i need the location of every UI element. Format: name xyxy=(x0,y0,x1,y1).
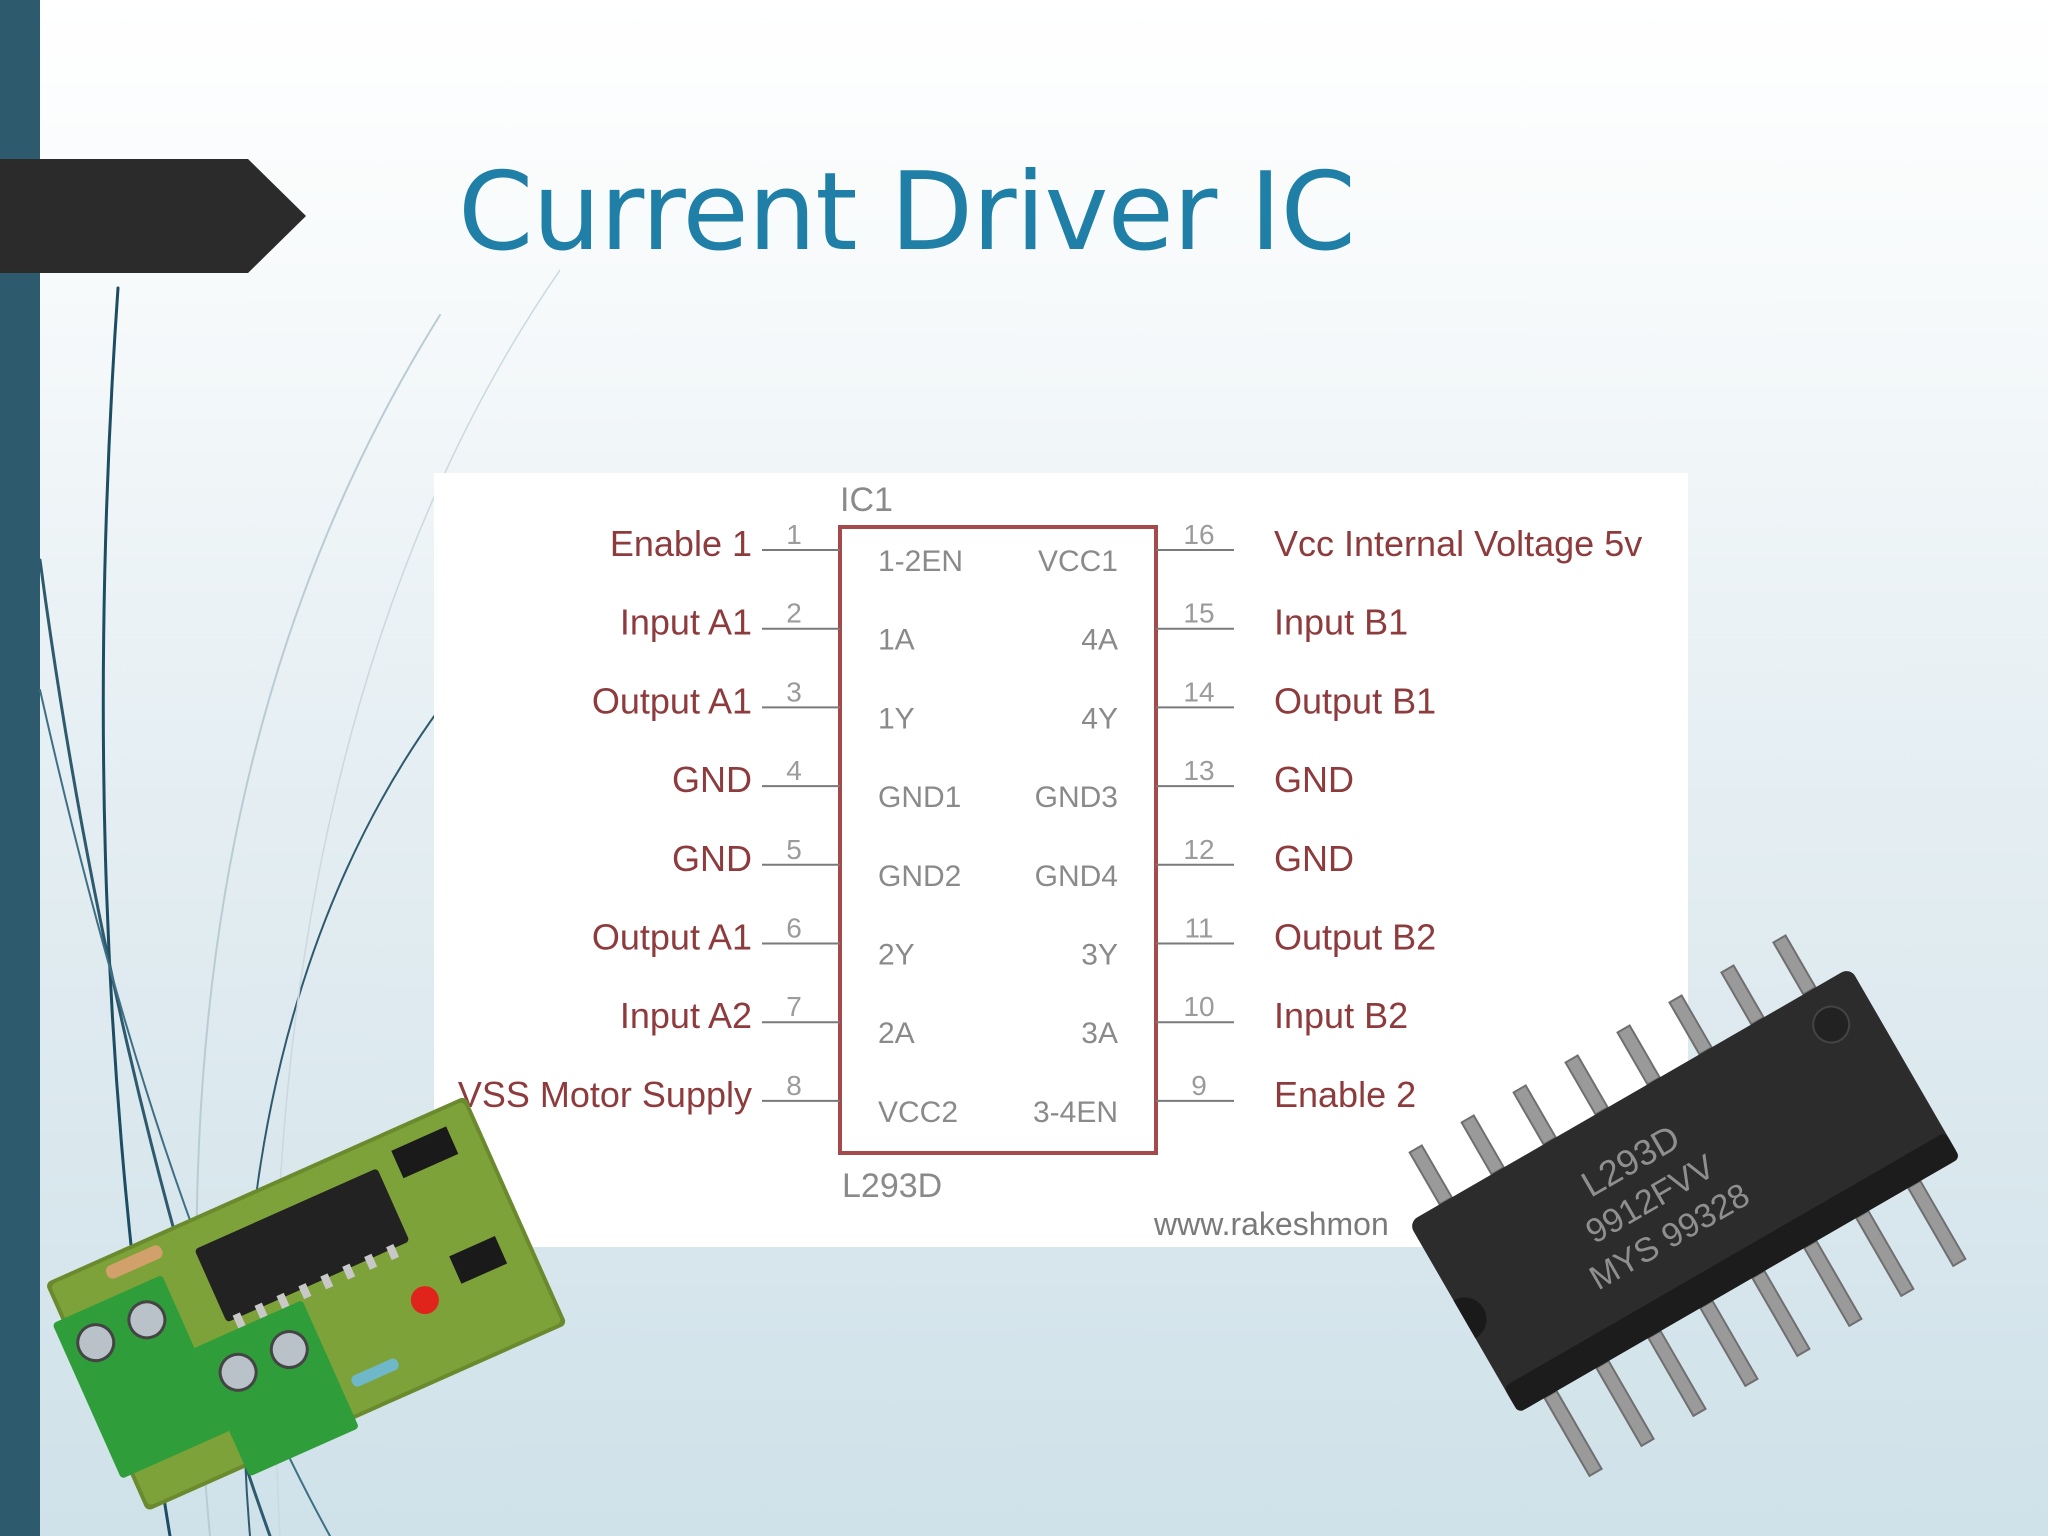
ic-designator: IC1 xyxy=(840,481,893,519)
pin-number-right: 14 xyxy=(1183,676,1214,707)
pin-function-right: VCC1 xyxy=(1038,545,1118,578)
pin-function-right: GND4 xyxy=(1035,860,1118,893)
l293d-dip16-chip-icon: L293D 9912FVV MYS 99328 xyxy=(1408,934,1967,1478)
pin-signal-label-left: GND xyxy=(672,838,752,879)
pin-signal-label-right: Output B1 xyxy=(1274,680,1436,721)
pin-number-left: 3 xyxy=(786,676,802,707)
pin-function-left: GND2 xyxy=(878,860,961,893)
pin-function-left: GND1 xyxy=(878,781,961,814)
pin-signal-label-left: Output A1 xyxy=(592,917,752,958)
pin-number-right: 9 xyxy=(1191,1070,1207,1101)
slide-title: Current Driver IC xyxy=(458,150,1356,275)
pin-signal-label-left: VSS Motor Supply xyxy=(458,1074,752,1115)
pin-function-left: VCC2 xyxy=(878,1096,958,1129)
pin-number-left: 2 xyxy=(786,598,802,629)
pin-signal-label-right: GND xyxy=(1274,838,1354,879)
pin-signal-label-right: Vcc Internal Voltage 5v xyxy=(1274,523,1642,564)
pin-signal-label-right: GND xyxy=(1274,759,1354,800)
pin-number-right: 13 xyxy=(1183,755,1214,786)
ic-part-number: L293D xyxy=(842,1167,942,1205)
pin-signal-label-left: Output A1 xyxy=(592,680,752,721)
pin-number-left: 7 xyxy=(786,991,802,1022)
pin-signal-label-right: Input B1 xyxy=(1274,602,1408,643)
pin-number-right: 16 xyxy=(1183,519,1214,550)
pin-function-left: 1Y xyxy=(878,702,915,735)
pin-function-right: 3-4EN xyxy=(1033,1096,1118,1129)
pin-signal-label-right: Enable 2 xyxy=(1274,1074,1416,1115)
pin-function-right: GND3 xyxy=(1035,781,1118,814)
pin-function-left: 1A xyxy=(878,624,915,657)
title-arrow-shape xyxy=(0,159,306,273)
pin-number-right: 15 xyxy=(1183,598,1214,629)
pin-number-left: 1 xyxy=(786,519,802,550)
pin-number-right: 11 xyxy=(1184,913,1213,944)
pin-function-left: 1-2EN xyxy=(878,545,963,578)
pin-function-right: 4Y xyxy=(1081,702,1118,735)
pin-function-left: 2A xyxy=(878,1017,915,1050)
pin-number-left: 8 xyxy=(786,1070,802,1101)
pin-number-right: 12 xyxy=(1183,834,1214,865)
pin-signal-label-left: Input A2 xyxy=(620,995,752,1036)
pin-function-right: 3Y xyxy=(1081,939,1118,972)
pin-signal-label-right: Output B2 xyxy=(1274,917,1436,958)
pin-number-left: 4 xyxy=(786,755,802,786)
source-watermark: www.rakeshmon xyxy=(1153,1206,1389,1242)
pin-number-right: 10 xyxy=(1183,991,1214,1022)
pin-signal-label-left: GND xyxy=(672,759,752,800)
pin-function-right: 4A xyxy=(1081,624,1118,657)
pin-number-left: 6 xyxy=(786,913,802,944)
pin-signal-label-left: Enable 1 xyxy=(610,523,752,564)
pin-number-left: 5 xyxy=(786,834,802,865)
ic-body-outline xyxy=(838,525,1158,1155)
pin-signal-label-left: Input A1 xyxy=(620,602,752,643)
pin-signal-label-right: Input B2 xyxy=(1274,995,1408,1036)
pin-function-left: 2Y xyxy=(878,939,915,972)
pin-function-right: 3A xyxy=(1081,1017,1118,1050)
motor-driver-module-icon xyxy=(47,1097,566,1510)
